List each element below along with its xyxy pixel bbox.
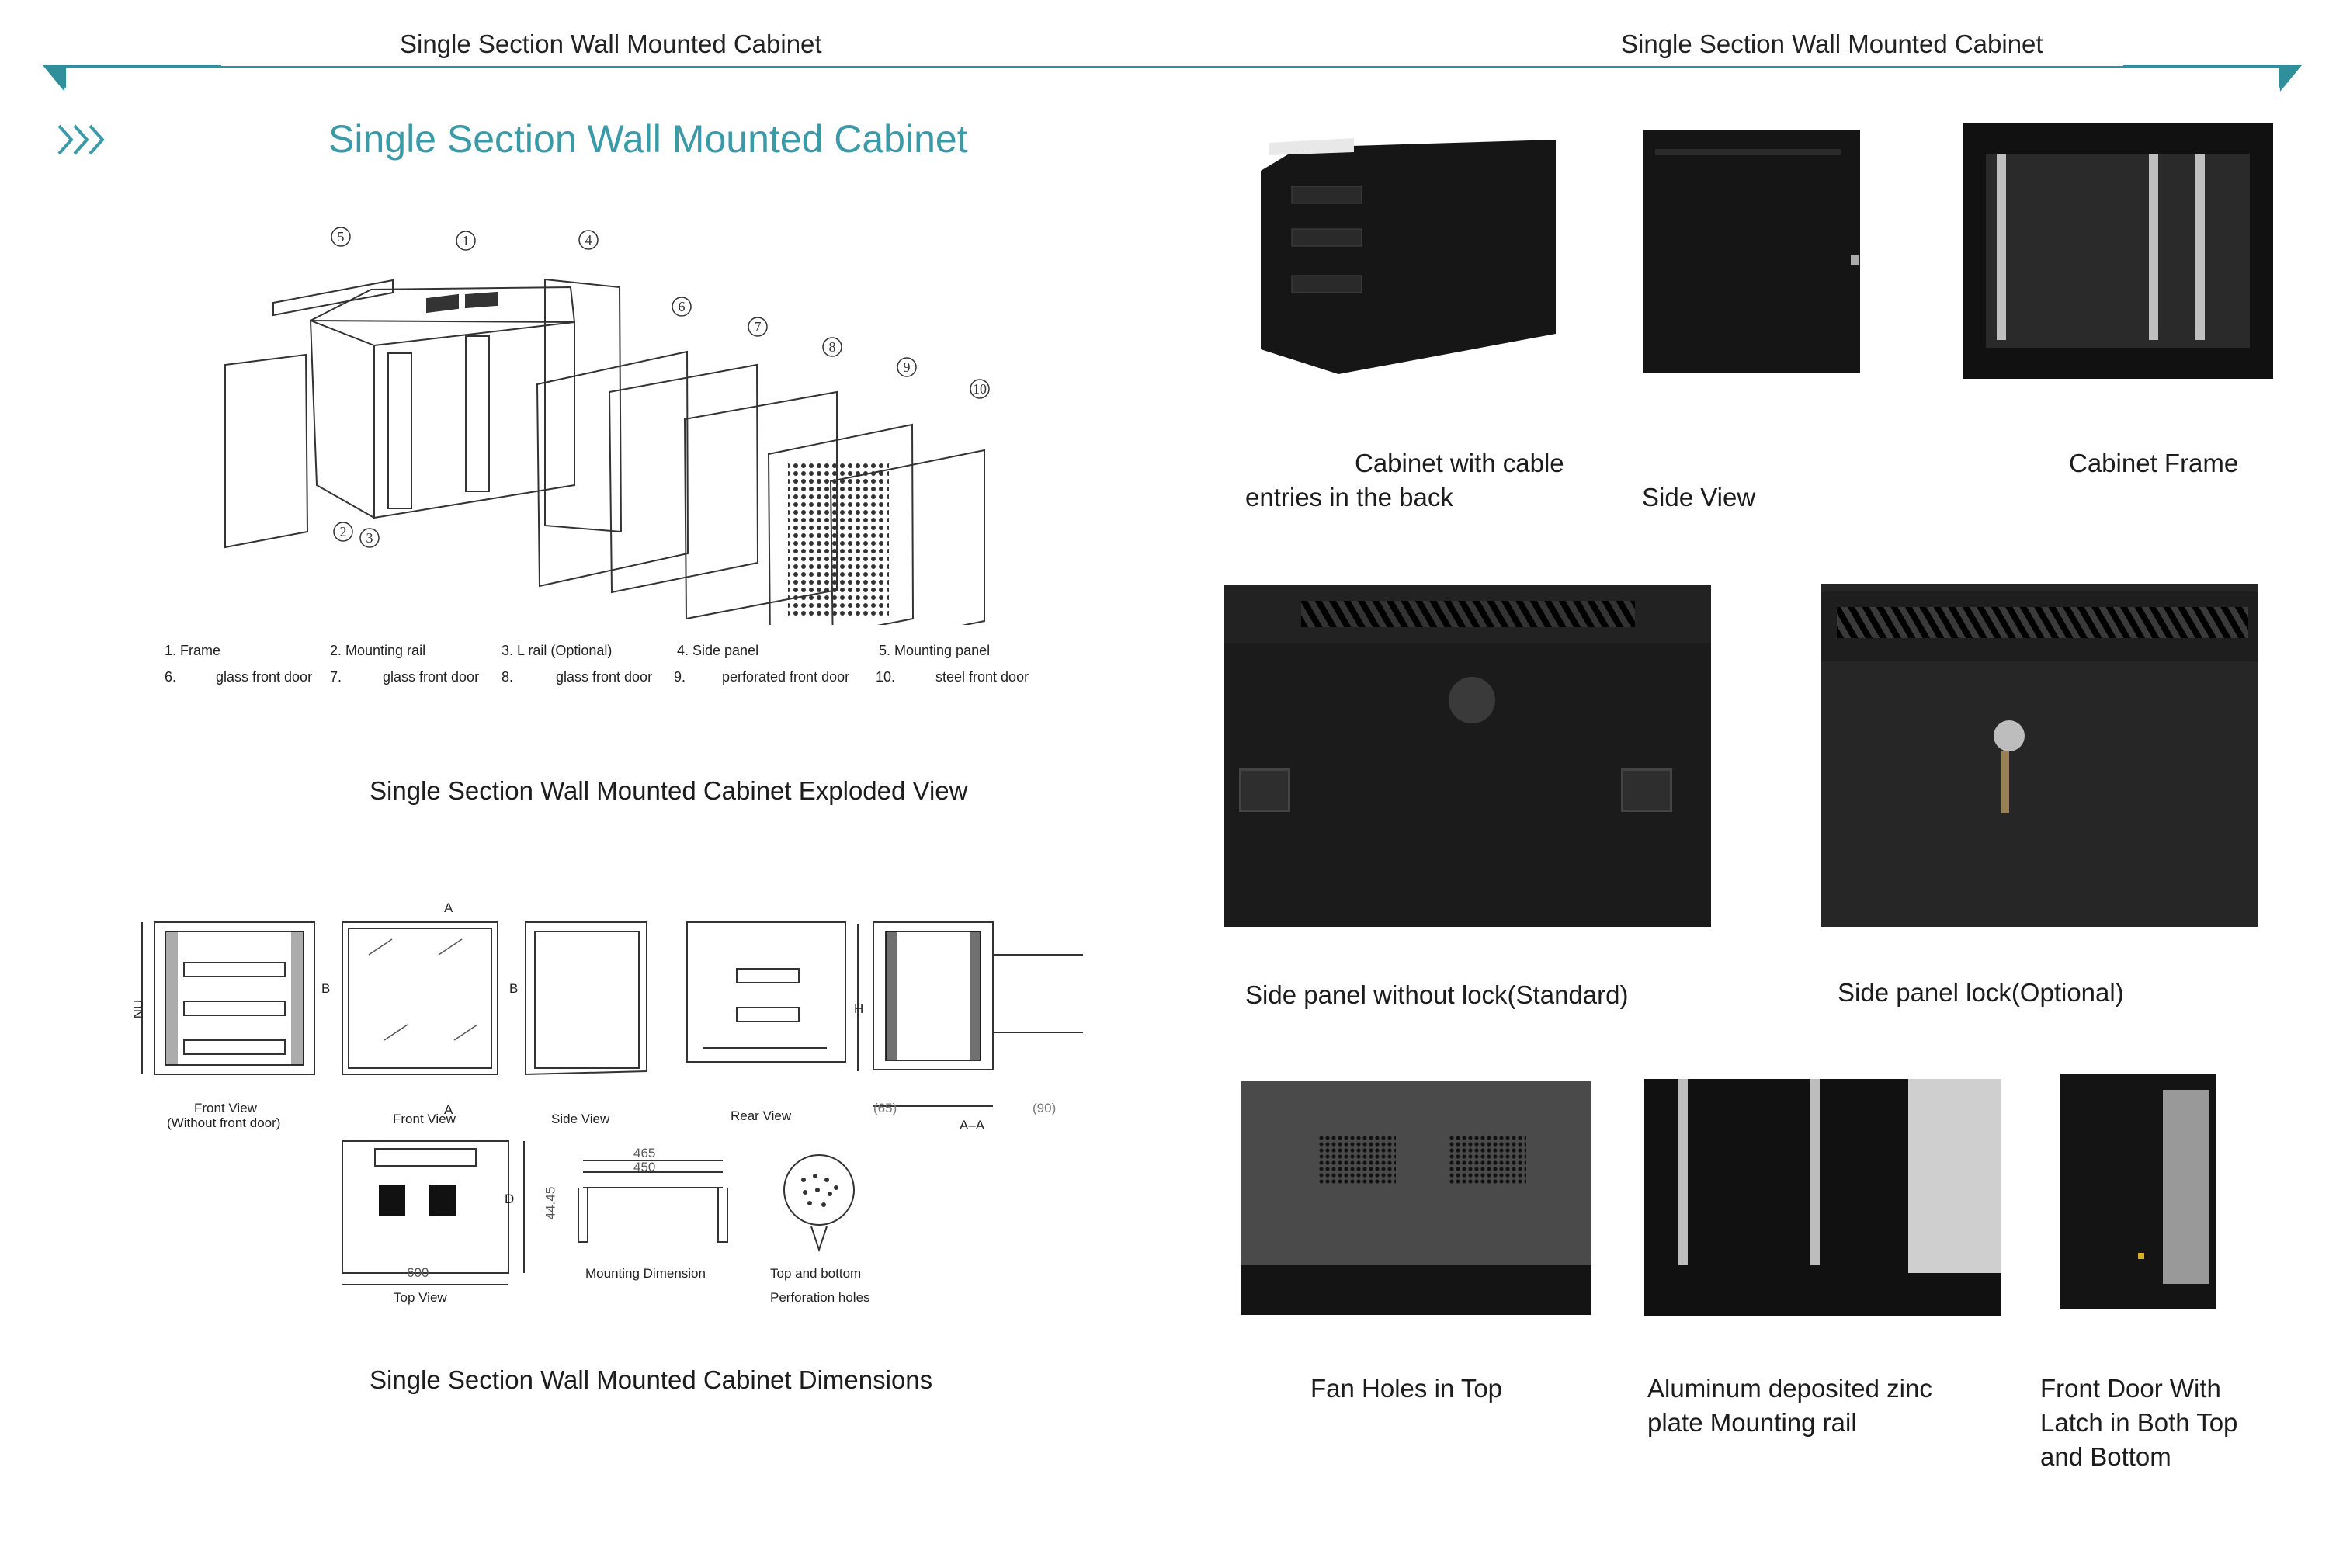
dim-600: 600 xyxy=(407,1265,429,1280)
svg-text:9: 9 xyxy=(904,359,911,375)
dimensions-caption: Single Section Wall Mounted Cabinet Dime… xyxy=(370,1365,933,1394)
svg-text:6: 6 xyxy=(679,299,686,314)
caption-side-panel-standard: Side panel without lock(Standard) xyxy=(1245,980,1629,1009)
legend-text-6: glass front door xyxy=(216,669,313,685)
photo-side-panel-standard xyxy=(1224,585,1711,927)
svg-text:2: 2 xyxy=(340,524,347,539)
label-rear-view: Rear View xyxy=(731,1108,792,1123)
caption-front-door-3: and Bottom xyxy=(2040,1442,2171,1471)
svg-text:3: 3 xyxy=(366,530,373,546)
photo-fan-holes xyxy=(1241,1081,1591,1315)
caption-mounting-rail-2: plate Mounting rail xyxy=(1647,1408,1857,1437)
legend-mounting-rail: 2. Mounting rail xyxy=(330,643,426,658)
label-side-view: Side View xyxy=(551,1112,610,1126)
svg-text:8: 8 xyxy=(829,339,836,355)
dim-h: H xyxy=(854,1001,864,1016)
dim-b-right: B xyxy=(509,981,519,996)
dim-right-90: (90) xyxy=(1033,1101,1057,1115)
photo-mounting-rail xyxy=(1644,1079,2001,1316)
label-top-bottom: Top and bottom xyxy=(770,1266,862,1281)
legend-text-8: glass front door xyxy=(556,669,653,685)
legend-text-7: glass front door xyxy=(383,669,480,685)
svg-text:7: 7 xyxy=(755,319,762,335)
dim-465: 465 xyxy=(633,1146,656,1160)
svg-text:1: 1 xyxy=(463,233,470,248)
dim-450: 450 xyxy=(633,1160,656,1174)
caption-front-door-2: Latch in Both Top xyxy=(2040,1408,2238,1437)
dim-left-65: (65) xyxy=(873,1101,897,1115)
header-right-accent xyxy=(2123,65,2302,92)
legend-num-6: 6. xyxy=(165,669,177,685)
page-title: Single Section Wall Mounted Cabinet xyxy=(328,117,968,161)
caption-side-panel-lock: Side panel lock(Optional) xyxy=(1838,978,2124,1007)
dim-44-45: 44.45 xyxy=(543,1186,558,1220)
dim-a-bottom: A xyxy=(444,1102,453,1117)
exploded-view-diagram: 5 1 4 6 7 8 9 10 2 3 xyxy=(224,227,990,625)
header-right-title: Single Section Wall Mounted Cabinet xyxy=(1621,29,2043,58)
caption-cable-entries-2: entries in the back xyxy=(1245,483,1453,512)
label-top-view: Top View xyxy=(394,1290,447,1305)
legend-frame: 1. Frame xyxy=(165,643,221,658)
legend-text-9: perforated front door xyxy=(722,669,850,685)
header-left-title: Single Section Wall Mounted Cabinet xyxy=(400,29,822,58)
legend-num-8: 8. xyxy=(502,669,514,685)
dim-a-top: A xyxy=(444,900,453,915)
svg-text:5: 5 xyxy=(338,229,345,245)
caption-cabinet-frame: Cabinet Frame xyxy=(2069,449,2239,477)
svg-text:4: 4 xyxy=(585,232,592,248)
legend-num-7: 7. xyxy=(330,669,342,685)
legend-l-rail: 3. L rail (Optional) xyxy=(502,643,613,658)
dim-nu: NU xyxy=(130,999,146,1019)
label-front-view-no-door: Front View xyxy=(194,1101,257,1115)
legend-mounting-panel: 5. Mounting panel xyxy=(879,643,991,658)
caption-mounting-rail-1: Aluminum deposited zinc xyxy=(1647,1374,1932,1403)
label-perforation-holes: Perforation holes xyxy=(770,1290,870,1305)
photo-cabinet-frame xyxy=(1963,123,2273,379)
label-without-front-door: (Without front door) xyxy=(167,1115,281,1130)
legend-text-10: steel front door xyxy=(935,669,1029,685)
header-left-accent xyxy=(43,65,221,92)
photo-side-view xyxy=(1643,130,1860,373)
svg-text:10: 10 xyxy=(973,381,987,397)
dim-b-left: B xyxy=(321,981,331,996)
caption-fan-holes: Fan Holes in Top xyxy=(1310,1374,1503,1403)
legend-side-panel: 4. Side panel xyxy=(677,643,759,658)
photo-front-door-latch xyxy=(2060,1074,2216,1309)
legend-num-10: 10. xyxy=(876,669,896,685)
caption-front-door-1: Front Door With xyxy=(2040,1374,2221,1403)
dim-d: D xyxy=(505,1192,515,1206)
photo-side-panel-lock xyxy=(1821,584,2258,927)
chevrons-icon xyxy=(57,124,105,155)
header-rule xyxy=(45,66,2296,68)
photo-cabinet-cable-entries xyxy=(1253,132,1559,374)
label-front-view: Front View xyxy=(393,1112,456,1126)
dimensions-diagram xyxy=(141,921,1083,1285)
caption-side-view: Side View xyxy=(1642,483,1756,512)
label-mounting-dimension: Mounting Dimension xyxy=(585,1266,706,1281)
exploded-view-caption: Single Section Wall Mounted Cabinet Expl… xyxy=(370,776,968,805)
dim-aa: A–A xyxy=(960,1118,985,1133)
caption-cable-entries-1: Cabinet with cable xyxy=(1355,449,1564,477)
legend-num-9: 9. xyxy=(674,669,686,685)
